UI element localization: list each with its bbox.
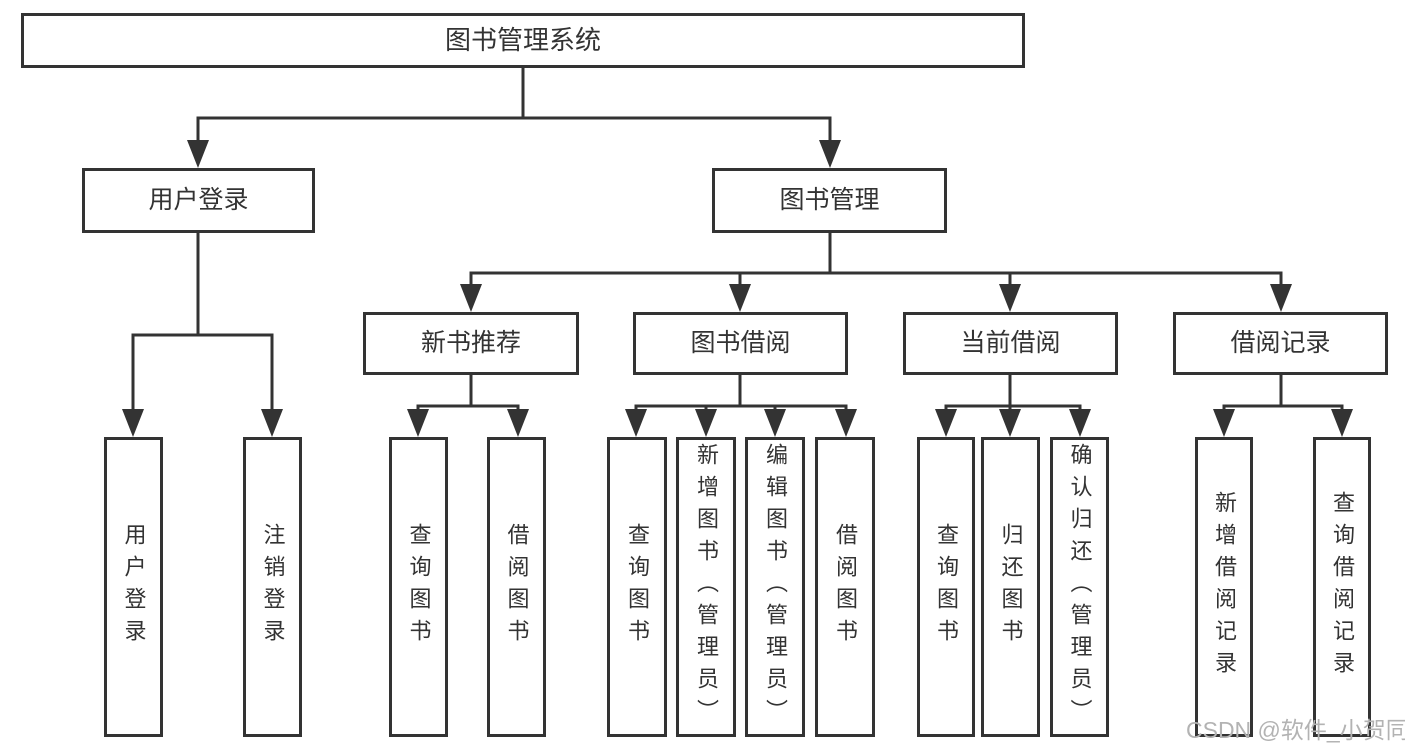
watermark-csdn: CSDN @软件_小贺同学 — [1186, 717, 1405, 743]
node-add-book-admin: 新增图书（管理员） — [676, 437, 736, 737]
node-borrowing-records: 借阅记录 — [1173, 312, 1388, 375]
node-confirm-return-admin: 确认归还（管理员） — [1050, 437, 1109, 737]
node-library-management-system: 图书管理系统 — [21, 13, 1025, 68]
arrow-down-icons — [122, 140, 1353, 437]
node-book-borrowing: 图书借阅 — [633, 312, 848, 375]
node-book-management: 图书管理 — [712, 168, 947, 233]
node-user-login: 用户登录 — [82, 168, 315, 233]
node-add-borrow-record: 新增借阅记录 — [1195, 437, 1253, 737]
node-current-borrowing: 当前借阅 — [903, 312, 1118, 375]
node-query-books-borrow: 查询图书 — [607, 437, 667, 737]
node-query-borrow-record: 查询借阅记录 — [1313, 437, 1371, 737]
node-edit-book-admin: 编辑图书（管理员） — [745, 437, 805, 737]
node-new-book-recommendation: 新书推荐 — [363, 312, 579, 375]
node-borrow-books-recommend: 借阅图书 — [487, 437, 546, 737]
node-query-books-current: 查询图书 — [917, 437, 975, 737]
node-user-login-leaf: 用户登录 — [104, 437, 163, 737]
node-logout: 注销登录 — [243, 437, 302, 737]
node-query-books-recommend: 查询图书 — [389, 437, 448, 737]
node-return-book: 归还图书 — [981, 437, 1040, 737]
node-borrow-books-leaf: 借阅图书 — [815, 437, 875, 737]
